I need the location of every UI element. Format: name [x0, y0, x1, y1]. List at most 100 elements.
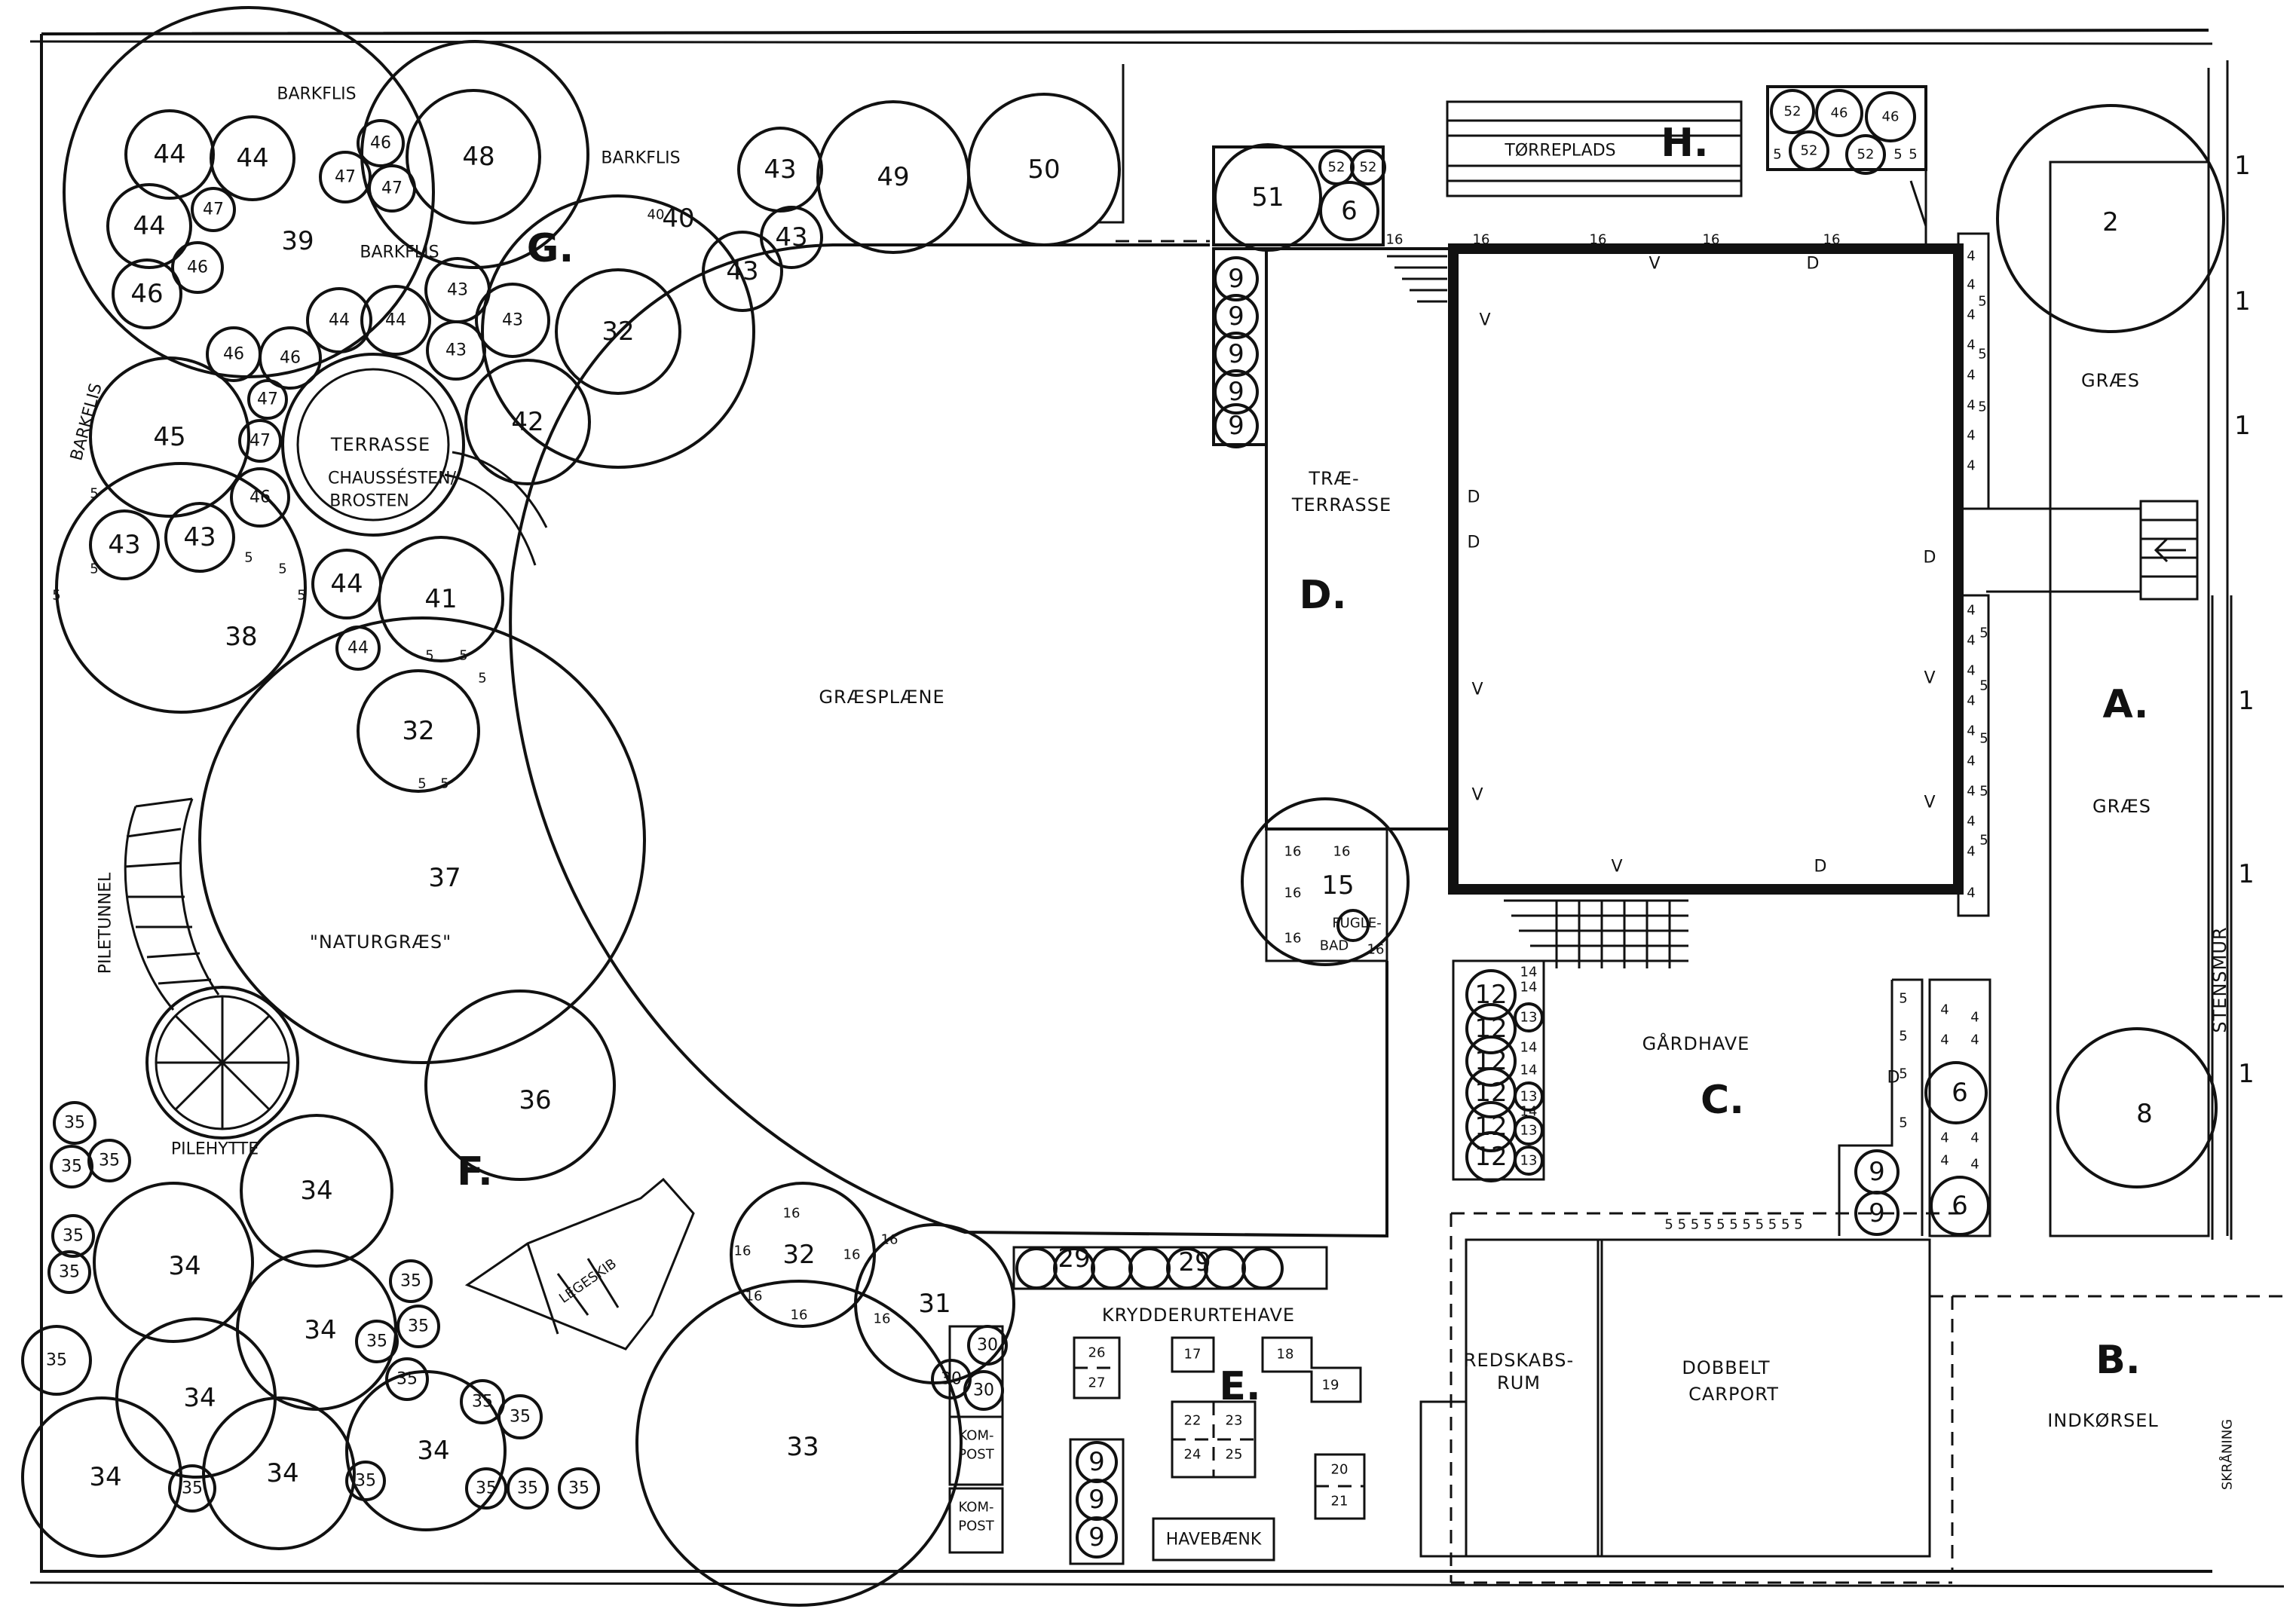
- plant-number: 46: [223, 345, 244, 364]
- plant-number: 46: [1882, 109, 1900, 125]
- area-f: 37 "NATURGRÆS" 36 F. PILEHYTTE PILETUNNE…: [96, 616, 695, 1351]
- shrub-group-top-right: 52 46 46 52 52 5 5 5: [1766, 85, 1927, 249]
- plant-number: 5: [297, 588, 305, 604]
- terrasse-label: TERRASSE: [330, 434, 430, 455]
- plant-number: 6: [1952, 1078, 1968, 1108]
- plant-number: 5: [90, 561, 98, 577]
- plant-number: 14: [1520, 1104, 1538, 1120]
- plant-number: 4: [1967, 784, 1975, 800]
- plant-number: 5: [1773, 147, 1781, 163]
- plant-number: 39: [281, 226, 314, 256]
- plant-number: 9: [1088, 1522, 1105, 1552]
- plant-number: 43: [183, 522, 216, 552]
- plant-number: 4: [1967, 277, 1975, 293]
- area-h: TØRREPLADS H.: [1446, 100, 1743, 197]
- house-marker: D: [1807, 255, 1820, 274]
- round-terrace: TERRASSE CHAUSSÉSTEN/ BROSTEN: [281, 353, 548, 566]
- property-boundary: [29, 29, 2285, 1588]
- plant-number: 4: [1967, 886, 1975, 901]
- bottom-left-grove: 35 35 35 34 35 35 34 34 35 35 35 35 35 3…: [21, 1101, 600, 1558]
- plant-number: 16: [783, 1206, 801, 1222]
- plant-number: 32: [402, 716, 434, 746]
- plant-number: 5: [1979, 731, 1988, 747]
- plant-number: 44: [329, 311, 350, 330]
- plant-number: 4: [1967, 368, 1975, 384]
- plant-number: 16: [1284, 844, 1302, 860]
- chaussesten-label: CHAUSSÉSTEN/: [328, 469, 457, 488]
- herb-bed-number: 18: [1277, 1347, 1294, 1363]
- plant-number: 1: [2234, 286, 2251, 317]
- plant-number: 9: [1088, 1447, 1105, 1477]
- plant-number: 43: [775, 222, 807, 252]
- piletunnel-label: PILETUNNEL: [96, 872, 115, 974]
- graesplaene-label: GRÆSPLÆNE: [819, 687, 944, 708]
- plant-number: 34: [300, 1176, 332, 1206]
- plant-number: 31: [918, 1289, 951, 1319]
- herb-bed-number: 20: [1331, 1462, 1349, 1478]
- plant-number: 38: [225, 622, 257, 652]
- plant-number: 9: [1228, 411, 1244, 441]
- area-label-d: D.: [1300, 573, 1347, 618]
- plant-number: 35: [366, 1332, 387, 1351]
- plant-number: 36: [519, 1085, 551, 1115]
- plant-number: 4: [1967, 814, 1975, 830]
- plant-number: 47: [335, 168, 356, 187]
- plant-number: 13: [1520, 1123, 1538, 1139]
- plant-number: 5: [1899, 1066, 1907, 1082]
- plant-number: 37: [428, 863, 461, 893]
- naturgraes-label: "NATURGRÆS": [310, 931, 452, 953]
- hedge-9: 9 9 9 9 9: [1212, 247, 1268, 448]
- house-marker: D: [1924, 549, 1936, 567]
- entrance-stairs: [1986, 500, 2199, 601]
- plant-number: 16: [791, 1308, 808, 1323]
- plant-number: 4: [1940, 1153, 1949, 1169]
- herb-bed-number: 17: [1184, 1347, 1202, 1363]
- plant-number: 5: [418, 776, 426, 792]
- plant-number: 35: [64, 1114, 85, 1133]
- plant-number: 16: [734, 1243, 752, 1259]
- plant-number: 35: [472, 1393, 493, 1412]
- plant-number: 35: [63, 1227, 84, 1246]
- plant-number: 43: [502, 311, 523, 330]
- herb-bed-number: 19: [1322, 1378, 1339, 1393]
- top-house-plants: 51 52 52 6 16 16 16 16 16: [1212, 143, 1841, 252]
- legeskib-label: LEGESKIB: [556, 1256, 620, 1306]
- tree-number: 40: [647, 207, 665, 223]
- house-marker: V: [1649, 255, 1660, 274]
- plant-number: 46: [370, 134, 391, 153]
- plant-number: 44: [347, 639, 369, 658]
- plant-number: 5: [244, 550, 253, 566]
- house-marker: D: [1887, 1069, 1900, 1087]
- house-marker: D: [1468, 488, 1480, 507]
- area-a: 2 GRÆS A. GRÆS 8 STENSMUR: [1996, 104, 2230, 1237]
- courtyard-right-hedge: 5 5 5 5 D 6 6 9 9 4 4 4 4 4 4 4 4: [1838, 978, 1991, 1237]
- area-e-herb-garden: 29 29 KRYDDERURTEHAVE 26 27 17 18 19 E. …: [1012, 1243, 1366, 1565]
- plant-number: 16: [1823, 232, 1841, 248]
- plant-number: 5: [1909, 147, 1917, 163]
- skraaning-label: SKRÅNING: [2219, 1419, 2236, 1490]
- plant-number: 35: [355, 1472, 376, 1491]
- plant-number: 46: [1831, 106, 1848, 121]
- herb-bed-number: 27: [1088, 1375, 1106, 1391]
- carport-label: CARPORT: [1688, 1384, 1779, 1405]
- herb-bed-number: 24: [1184, 1447, 1202, 1463]
- plant-number: 52: [1801, 143, 1818, 159]
- indkoersel-label: INDKØRSEL: [2047, 1410, 2159, 1431]
- house-marker: V: [1479, 311, 1490, 330]
- plant-number: 43: [764, 154, 796, 185]
- plant-number: 47: [203, 200, 224, 219]
- plant-number: 9: [1228, 301, 1244, 332]
- plant-number: 5: [1899, 991, 1907, 1007]
- plant-number: 4: [1970, 1130, 1979, 1146]
- area-c-courtyard: GÅRDHAVE C. 12 12 12 12 12 12 13 13 13 1…: [1452, 899, 1749, 1182]
- plant-number: 35: [61, 1158, 82, 1176]
- traeterrasse-label: TERRASSE: [1291, 494, 1391, 515]
- plant-number: 1: [2234, 411, 2251, 441]
- plant-number: 46: [280, 349, 301, 368]
- barkflis-label: BARKFLIS: [360, 243, 439, 262]
- plant-number: 16: [1703, 232, 1720, 248]
- carport-hedge: 5 5 5 5 5 5 5 5 5 5 5: [1664, 1217, 1802, 1233]
- plant-number: 30: [973, 1381, 994, 1400]
- plant-number: 5: [1979, 678, 1988, 694]
- area-label-b: B.: [2095, 1338, 2140, 1383]
